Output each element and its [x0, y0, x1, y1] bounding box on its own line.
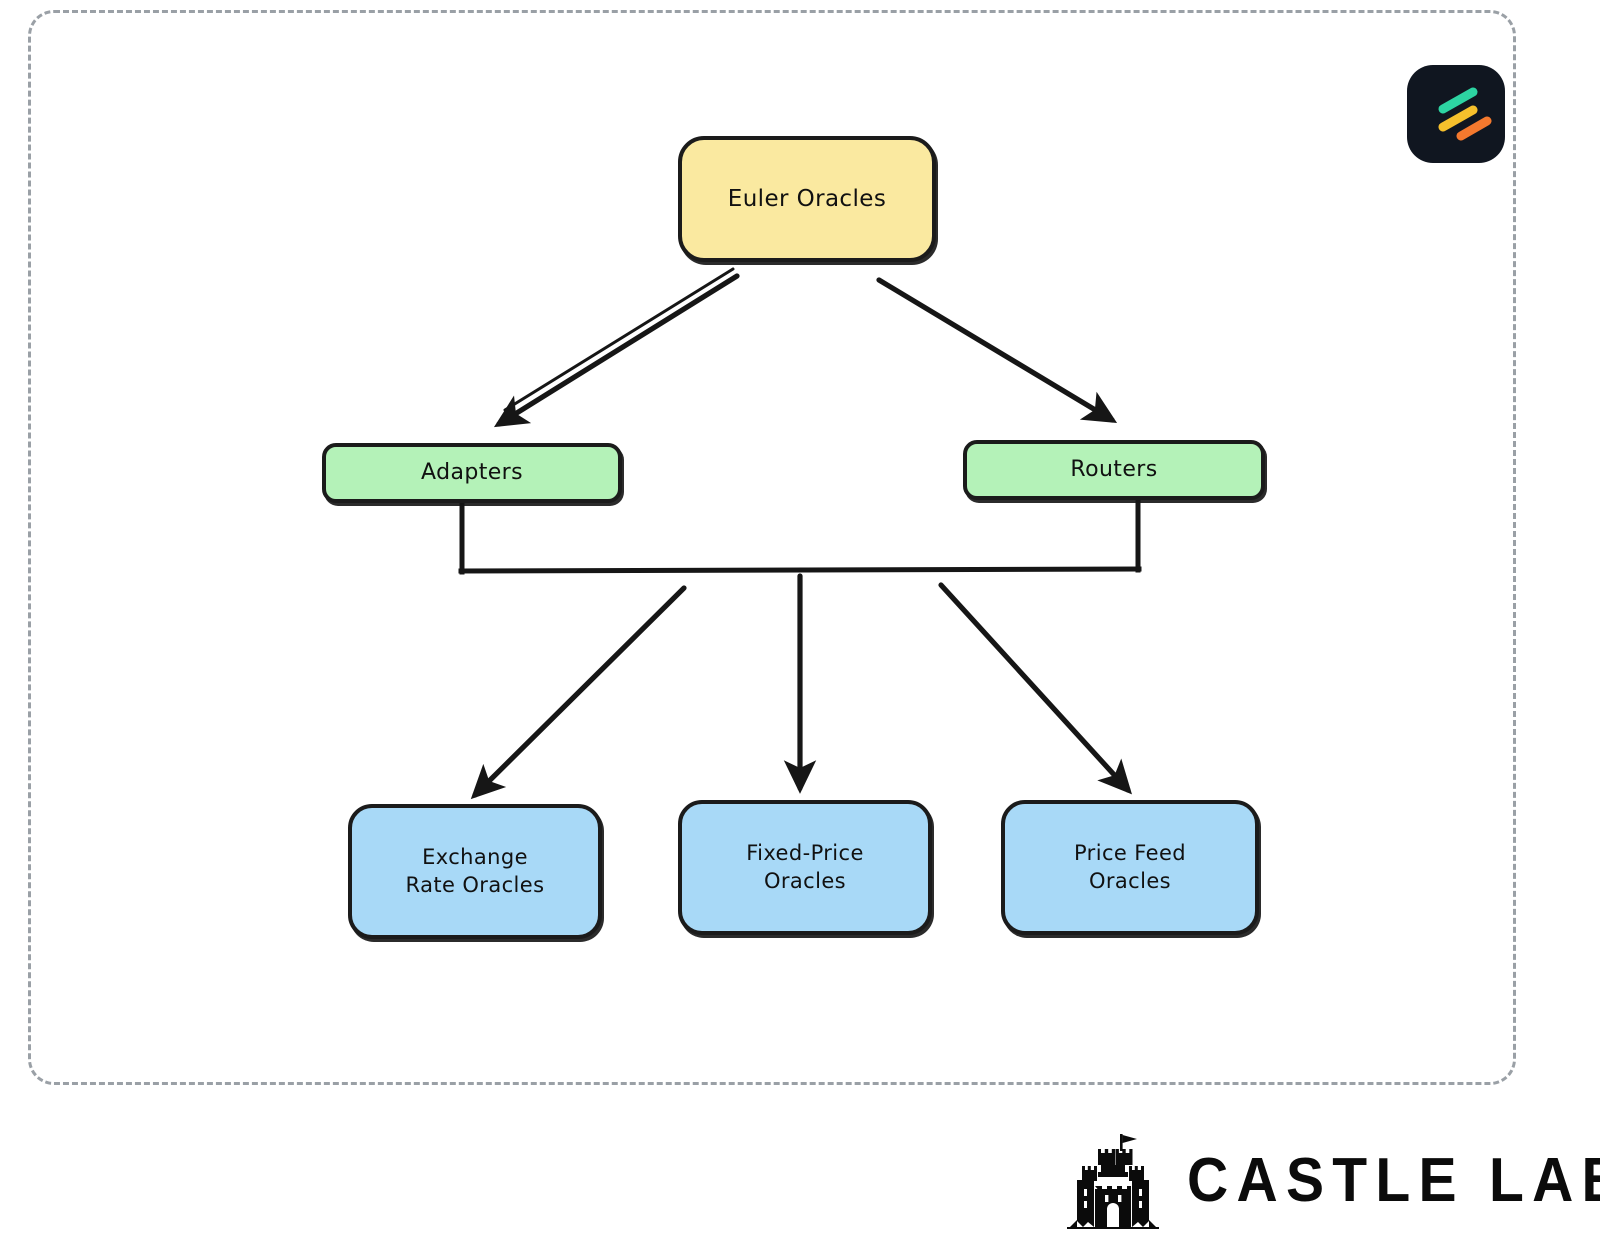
brand-lockup: CASTLE LABS — [1065, 1128, 1600, 1233]
node-adapters[interactable]: Adapters — [322, 443, 622, 503]
app-logo-stripes — [1438, 87, 1492, 141]
node-label: Euler Oracles — [727, 185, 887, 212]
node-fixed-price-oracles[interactable]: Fixed-Price Oracles — [678, 800, 932, 935]
node-routers[interactable]: Routers — [963, 440, 1265, 500]
node-label: Exchange Rate Oracles — [405, 844, 545, 897]
castle-icon — [1067, 1133, 1159, 1229]
node-label: Fixed-Price Oracles — [746, 840, 864, 893]
node-label: Adapters — [421, 460, 523, 486]
node-exchange-rate-oracles[interactable]: Exchange Rate Oracles — [348, 804, 602, 939]
node-label: Price Feed Oracles — [1073, 840, 1186, 893]
node-euler-oracles[interactable]: Euler Oracles — [678, 136, 936, 262]
node-price-feed-oracles[interactable]: Price Feed Oracles — [1001, 800, 1259, 935]
brand-wordmark: CASTLE LABS — [1187, 1145, 1600, 1215]
node-label: Routers — [1070, 457, 1158, 483]
app-logo-icon[interactable] — [1407, 65, 1505, 163]
